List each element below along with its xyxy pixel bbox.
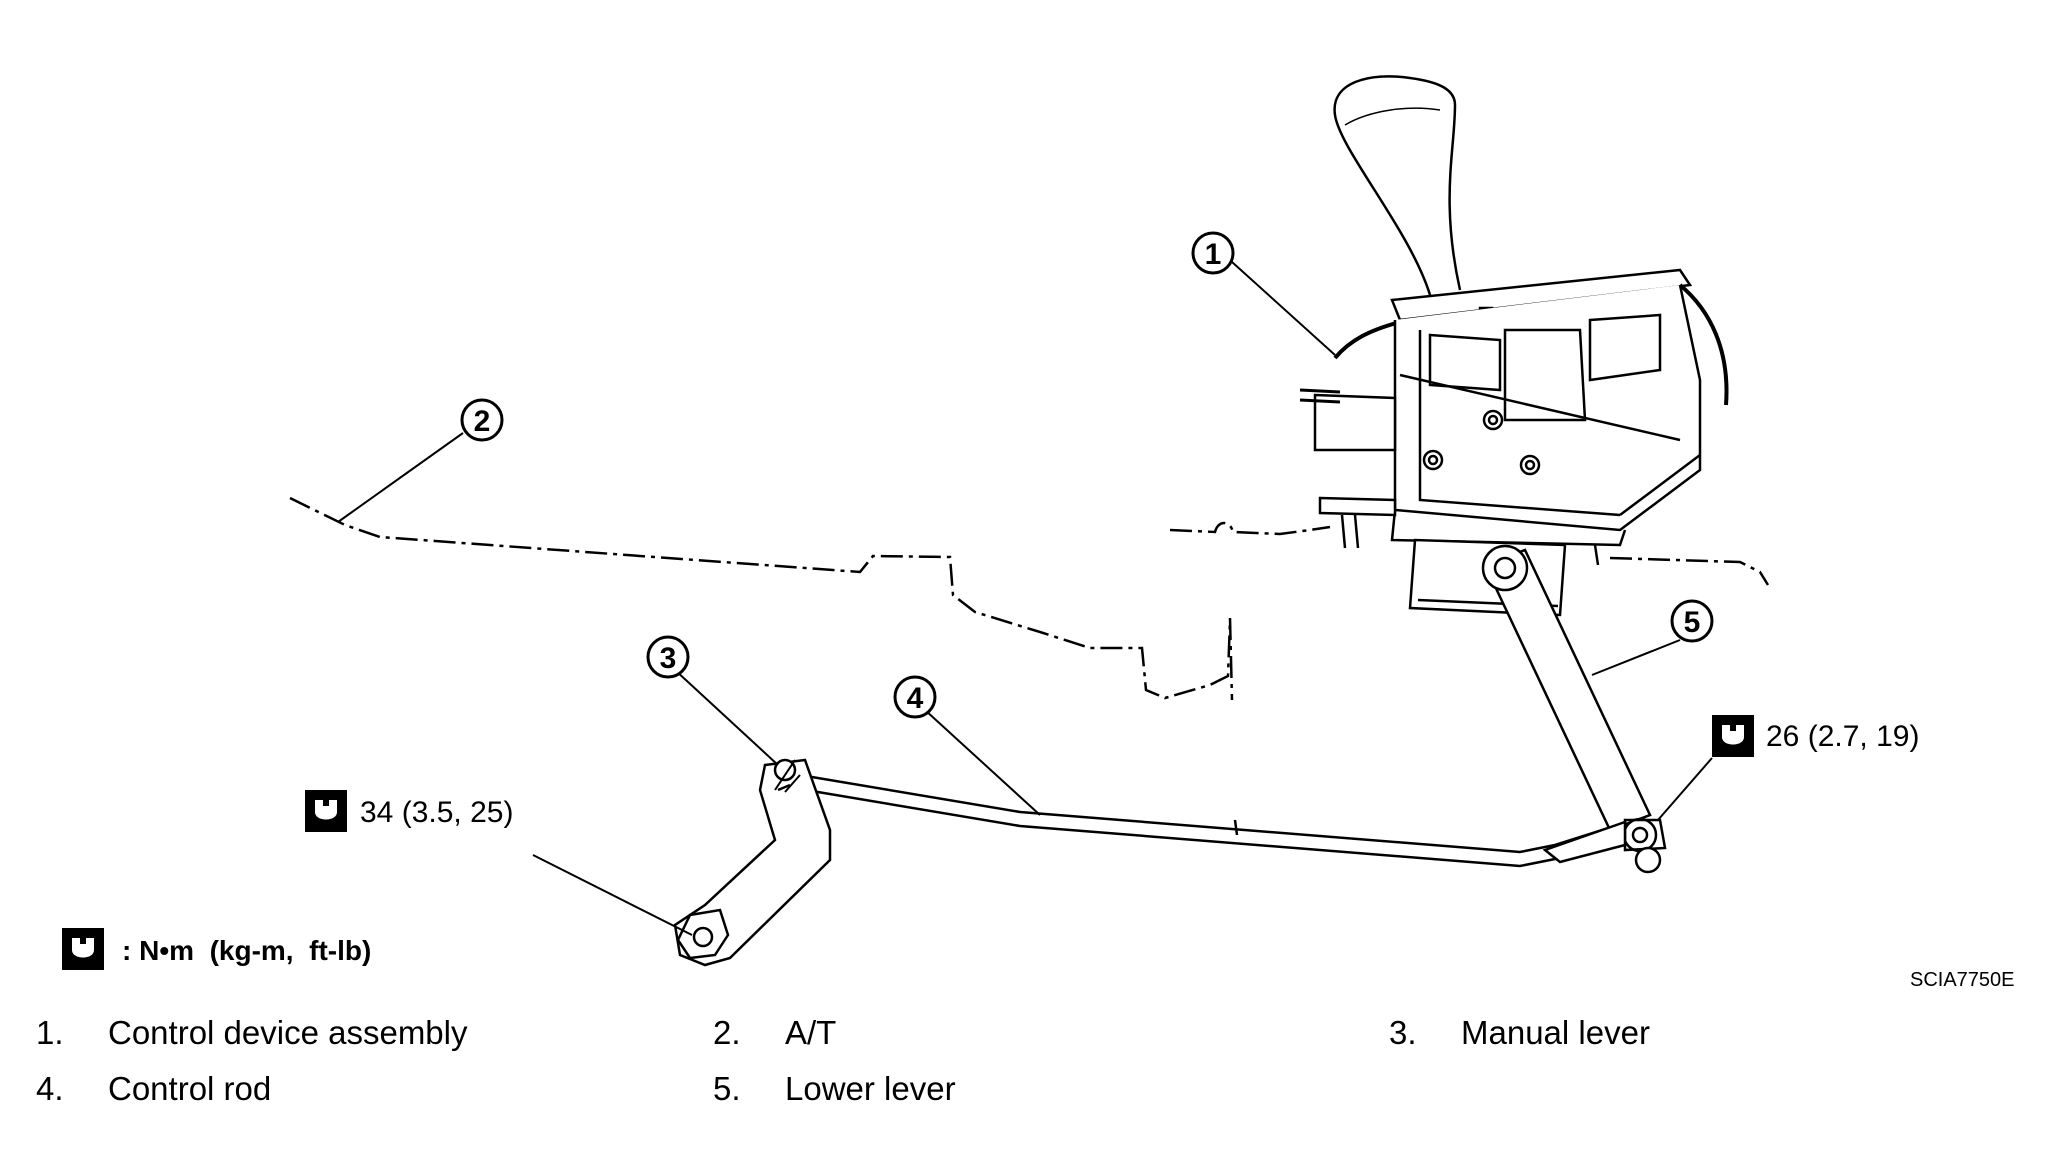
svg-text:4: 4 <box>907 682 924 715</box>
torque-wrench-icon <box>62 928 104 970</box>
svg-text:2: 2 <box>474 405 491 438</box>
legend-number: 3. <box>1389 1014 1417 1051</box>
svg-text:1: 1 <box>1205 238 1222 271</box>
torque-wrench-icon <box>1712 715 1754 757</box>
control-device-assembly <box>1299 75 1729 617</box>
manual-lever <box>673 758 832 967</box>
svg-text:3: 3 <box>660 642 677 675</box>
callout-1: 1 <box>1191 231 1235 275</box>
legend-label: Lower lever <box>785 1070 956 1107</box>
legend-label: Manual lever <box>1461 1014 1650 1051</box>
control-rod <box>799 773 1627 868</box>
legend-label: A/T <box>785 1014 837 1051</box>
torque-value-manual-lever: 34 (3.5, 25) <box>360 796 513 829</box>
legend-number: 2. <box>713 1014 741 1051</box>
callout-5: 5 <box>1670 599 1714 643</box>
legend-label: Control device assembly <box>108 1014 468 1051</box>
legend-label: Control rod <box>108 1070 272 1107</box>
linkage-diagram: 1 2 3 4 5 34 (3.5, 25) 26 (2.7, 19) : N•… <box>62 75 1919 970</box>
callout-2: 2 <box>460 398 504 442</box>
callout-4: 4 <box>893 675 937 719</box>
torque-value-lower-lever: 26 (2.7, 19) <box>1766 720 1919 753</box>
figure-code: SCIA7750E <box>1910 969 2015 991</box>
callout-3: 3 <box>646 635 690 679</box>
torque-unit-key: : N•m (kg-m, ft-lb) <box>122 935 371 966</box>
svg-text:5: 5 <box>1684 606 1701 639</box>
legend-number: 1. <box>36 1014 64 1051</box>
at-outline <box>289 496 1770 836</box>
legend-number: 4. <box>36 1070 64 1107</box>
lower-lever <box>1481 544 1667 874</box>
leader-lines <box>337 261 1713 936</box>
legend-number: 5. <box>713 1070 741 1107</box>
torque-wrench-icon <box>305 790 347 832</box>
